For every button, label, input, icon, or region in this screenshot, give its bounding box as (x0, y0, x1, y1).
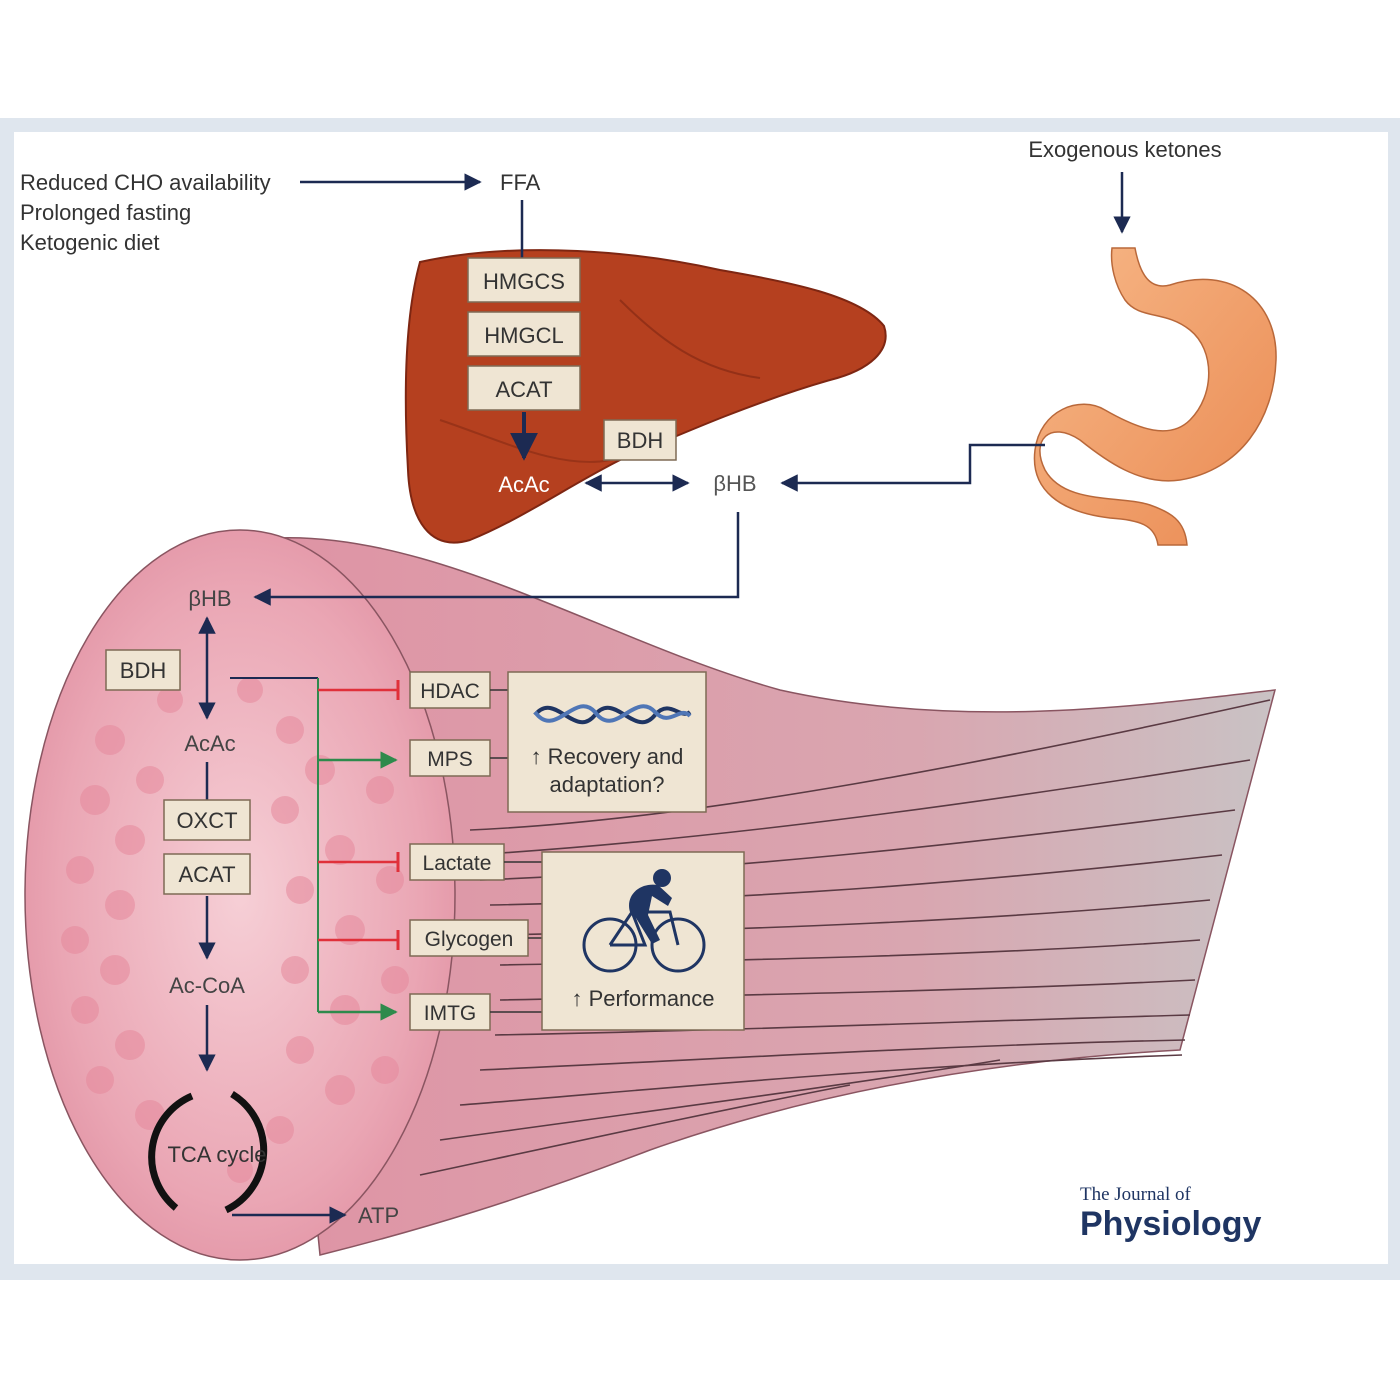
recovery-box (507, 671, 707, 813)
journal-logo: The Journal of Physiology (1080, 1184, 1261, 1243)
mps-label: MPS (427, 748, 473, 771)
blood-to-muscle-arrow (253, 512, 740, 606)
hmgcl-box (467, 311, 581, 357)
tca-cycle: TCA cycle (148, 1091, 268, 1214)
condition-2: Prolonged fasting (20, 200, 191, 225)
dna-icon (533, 704, 692, 725)
exogenous-ketones-label: Exogenous ketones (1028, 137, 1221, 162)
gut-to-bhb-arrow (780, 443, 1045, 492)
condition-3: Ketogenic diet (20, 230, 159, 255)
recovery-line-1: ↑ Recovery and (531, 744, 684, 769)
muscle-bhb-label: βHB (188, 586, 231, 611)
blood-bhb-label: βHB (713, 471, 756, 496)
stomach-shape (1033, 247, 1277, 546)
ffa-label: FFA (500, 170, 541, 195)
liver-enzymes: HMGCS HMGCL ACAT (467, 257, 581, 411)
muscle-fiber-bundle (249, 537, 1277, 1256)
bdh-liver-box (603, 419, 677, 461)
acat-muscle-label: ACAT (178, 862, 235, 887)
performance-panel: ↑ Performance (541, 851, 745, 1031)
regulation-lines (230, 677, 400, 1021)
atp-label: ATP (358, 1203, 399, 1228)
hmgcs-box (467, 257, 581, 303)
muscle-acac-label: AcAc (184, 731, 235, 756)
tca-label: TCA cycle (167, 1142, 266, 1167)
glycogen-box (409, 919, 529, 957)
imtg-label: IMTG (424, 1002, 477, 1025)
recovery-line-2: adaptation? (550, 772, 665, 797)
performance-label: ↑ Performance (571, 986, 714, 1011)
bdh-muscle-label: BDH (120, 658, 166, 683)
cyclist-icon (582, 869, 706, 973)
tca-arc-right (224, 1091, 268, 1214)
hdac-label: HDAC (420, 680, 480, 703)
journal-logo-line1: The Journal of (1080, 1184, 1191, 1205)
oxct-box (163, 799, 251, 841)
lactate-label: Lactate (423, 852, 492, 875)
target-connectors (490, 689, 542, 1013)
journal-logo-line2: Physiology (1080, 1205, 1261, 1243)
glycogen-label: Glycogen (425, 928, 514, 951)
recovery-panel: ↑ Recovery and adaptation? (507, 671, 707, 813)
bdh-liver-label: BDH (617, 428, 663, 453)
acat-muscle-box (163, 853, 251, 895)
bdh-muscle-box (105, 649, 181, 691)
acat-liver-label: ACAT (495, 377, 552, 402)
acoa-label: Ac-CoA (169, 973, 245, 998)
stomach (1033, 247, 1277, 546)
conditions-list: Reduced CHO availability Prolonged fasti… (20, 170, 271, 255)
target-boxes: HDAC MPS Lactate Glycogen IMTG (409, 671, 529, 1031)
hmgcl-label: HMGCL (484, 323, 563, 348)
condition-1: Reduced CHO availability (20, 170, 271, 195)
tca-arc-left (148, 1092, 194, 1211)
acat-liver-box (467, 365, 581, 411)
oxct-label: OXCT (176, 808, 237, 833)
muscle-cell-dots (61, 677, 409, 1183)
hmgcs-label: HMGCS (483, 269, 565, 294)
liver-acac-label: AcAc (498, 472, 549, 497)
